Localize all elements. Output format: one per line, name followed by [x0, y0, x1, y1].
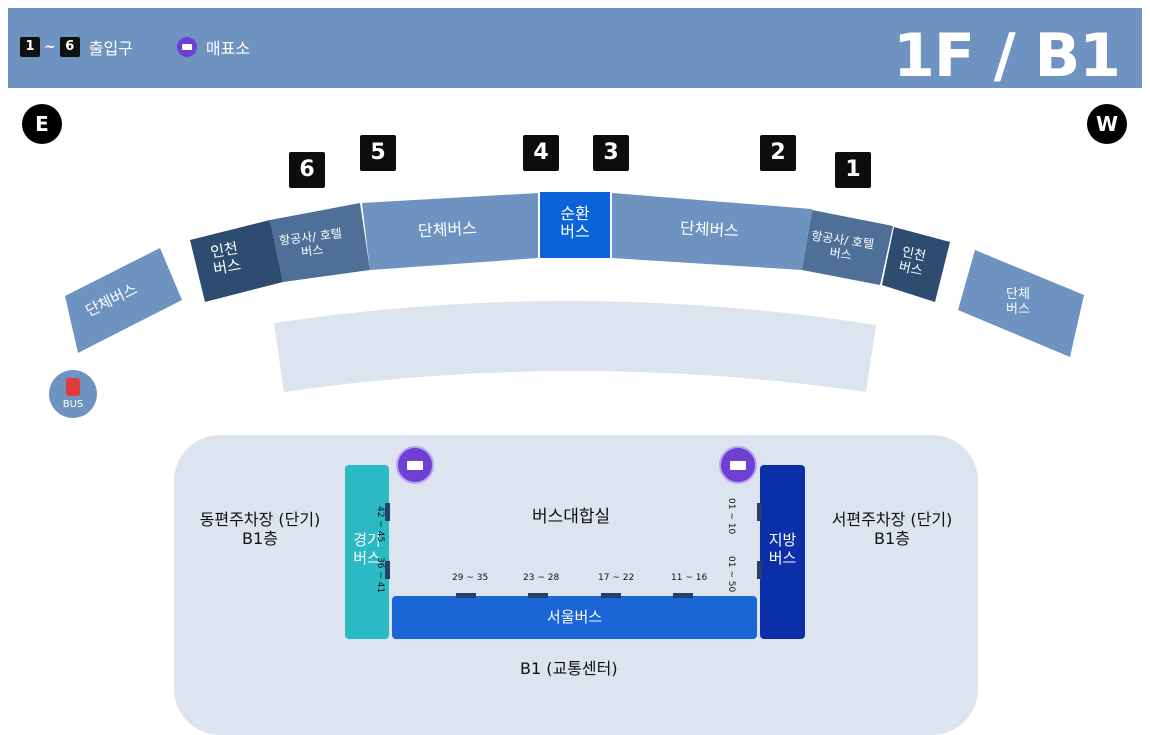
- zone-incheon-bus-left: [190, 220, 283, 302]
- legend-tilde: ~: [44, 39, 56, 55]
- floor-title: 1F / B1: [893, 21, 1121, 91]
- platform-label-01-50: 01 ~ 50: [726, 556, 736, 593]
- zone-airline-bus-left: [270, 203, 370, 282]
- b1-footer-label: B1 (교통센터): [520, 659, 618, 678]
- platform-label-01-10: 01 ~ 10: [726, 498, 736, 535]
- platform-marker: [385, 503, 390, 521]
- platform-marker: [456, 593, 476, 598]
- legend-gate-to: 6: [59, 37, 80, 57]
- terminal-map: [65, 192, 1084, 392]
- west-marker: W: [1087, 104, 1127, 144]
- platform-label-29-35: 29 ~ 35: [452, 573, 489, 583]
- zone-group-bus-far-left: [65, 248, 182, 353]
- ticket-icon: [176, 37, 197, 57]
- gate-3: 3: [593, 135, 629, 171]
- platform-label-23-28: 23 ~ 28: [523, 573, 560, 583]
- legend-gate-from: 1: [20, 37, 40, 57]
- platform-marker: [673, 593, 693, 598]
- ticket-office-icon-right: [719, 446, 757, 484]
- label-group-bus-left: 단체버스: [417, 218, 478, 241]
- zone-group-bus-far-right: [958, 250, 1084, 357]
- zone-incheon-bus-right: [882, 227, 950, 302]
- zone-group-bus-left: [362, 193, 538, 270]
- platform-label-17-22: 17 ~ 22: [598, 573, 635, 583]
- ticket-office-icon-left: [396, 446, 434, 484]
- platform-marker: [601, 593, 621, 598]
- east-marker: E: [22, 104, 62, 144]
- west-parking-label: 서편주차장 (단기)B1층: [831, 510, 953, 549]
- gate-5: 5: [360, 135, 396, 171]
- platform-marker: [385, 561, 390, 579]
- bus-stop-label: BUS: [62, 399, 84, 410]
- gate-1: 1: [835, 152, 871, 188]
- platform-marker: [757, 503, 762, 521]
- label-group-bus-right: 단체버스: [679, 218, 740, 241]
- bus-waiting-hall-label: 버스대합실: [532, 507, 611, 527]
- gate-6: 6: [289, 152, 325, 188]
- platform-label-36-41: 36 ~ 41: [375, 557, 385, 594]
- bus-stop-icon: BUS: [49, 370, 97, 418]
- road-strip: [274, 300, 876, 392]
- zone-shuttle-bus: [540, 192, 610, 258]
- legend: 1 ~ 6 출입구 매표소: [20, 35, 250, 59]
- zone-group-bus-right: [612, 193, 812, 270]
- legend-ticket-label: 매표소: [205, 39, 251, 58]
- east-parking-label: 동편주차장 (단기)B1층: [199, 510, 321, 549]
- seoul-bus-block: 서울버스: [392, 596, 757, 639]
- gate-4: 4: [523, 135, 559, 171]
- platform-label-42-45: 42 ~ 45: [375, 506, 385, 543]
- platform-marker: [757, 561, 762, 579]
- platform-label-11-16: 11 ~ 16: [671, 573, 708, 583]
- legend-exit-label: 출입구: [88, 39, 133, 58]
- zone-airline-bus-right: [802, 210, 893, 285]
- b1-area: [174, 435, 978, 735]
- gate-2: 2: [760, 135, 796, 171]
- header-bar: 1 ~ 6 출입구 매표소 1F / B1: [8, 8, 1142, 91]
- platform-marker: [528, 593, 548, 598]
